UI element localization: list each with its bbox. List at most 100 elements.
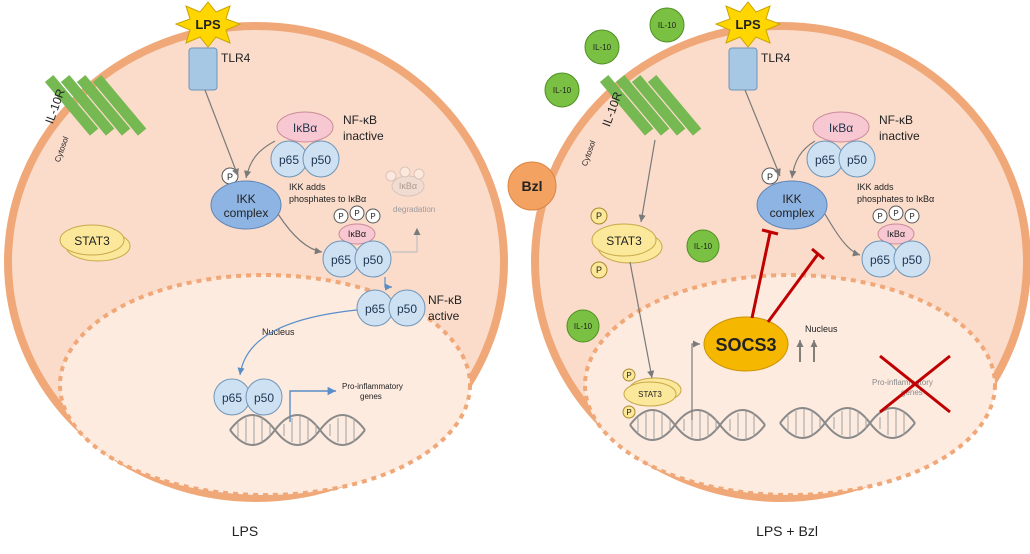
translocation-arrow — [237, 309, 358, 376]
il10-label: IL-10 — [574, 322, 593, 331]
proinflammatory-label: Pro-inflammatory — [872, 378, 933, 387]
phosphate-1 — [872, 208, 888, 224]
stat3-nuclear — [623, 381, 677, 407]
nucleus-membrane — [583, 273, 997, 497]
p65-label: p65 — [365, 302, 385, 316]
socs3-transcription-arrow — [691, 340, 700, 420]
il10-ligand — [584, 29, 620, 65]
nucleus-label: Nucleus — [262, 327, 295, 337]
lps-label: LPS — [195, 17, 221, 32]
phosphate-3 — [904, 208, 920, 224]
stat3-phosphate — [590, 207, 608, 225]
panel-lps-bzl: IL-10 IL-10 IL-10 IL-10 IL-10 IL-10R Cyt… — [507, 1, 1030, 539]
il10-ligand — [566, 309, 600, 343]
ikk-complex — [756, 180, 828, 230]
genes-label: genes — [901, 388, 923, 397]
panel-lps: IL-10R Cytosol LPS TLR4 IκBα p65 p50 NF-… — [4, 1, 508, 539]
ikk-adds-label: IKK adds — [857, 182, 894, 192]
degraded-ikba: IκBα — [385, 166, 425, 197]
il10-label: IL-10 — [593, 43, 612, 52]
genes-label: genes — [360, 392, 382, 401]
phosphate-label: P — [626, 371, 631, 380]
socs3-label: SOCS3 — [715, 335, 776, 355]
panel-caption-lps: LPS — [232, 523, 258, 539]
nfkb-label: NF-κB — [879, 113, 913, 127]
tlr4-label: TLR4 — [221, 51, 251, 65]
ikk-phosphates-label: phosphates to IκBα — [289, 194, 366, 204]
p50-label: p50 — [363, 253, 383, 267]
stat3-phosphate — [622, 368, 636, 382]
panel-caption-lps-bzl: LPS + Bzl — [756, 523, 818, 539]
phosphate-label: P — [893, 209, 898, 218]
nfkb-active-label: NF-κB — [428, 293, 462, 307]
lps-star — [174, 1, 242, 48]
phosphate-1 — [333, 208, 349, 224]
complex-label: complex — [224, 206, 269, 220]
inhibit-bar — [761, 228, 779, 236]
proinflammatory-label: Pro-inflammatory — [342, 382, 403, 391]
p50-label: p50 — [311, 153, 331, 167]
p65-label: p65 — [331, 253, 351, 267]
bzl-drug — [507, 161, 557, 211]
ikk-complex — [210, 180, 282, 230]
socs3-inhibit-ikk — [750, 232, 772, 319]
phosphate-label: P — [596, 211, 602, 221]
tlr4-ikk-arrow — [744, 89, 781, 177]
p65-label: p65 — [279, 153, 299, 167]
phosphate-2 — [888, 205, 904, 221]
phosphate-label: P — [338, 212, 343, 221]
degradation-label: degradation — [393, 205, 435, 214]
inhibit-bar — [811, 247, 825, 261]
il10-ligand — [649, 7, 685, 43]
phosphate-label: P — [877, 212, 882, 221]
tlr4-label: TLR4 — [761, 51, 791, 65]
ikk-phospho-arrow — [277, 213, 323, 255]
p50-label: p50 — [902, 253, 922, 267]
ikk-label: IKK — [236, 192, 255, 206]
nfkb-label: NF-κB — [343, 113, 377, 127]
p65-label: p65 — [870, 253, 890, 267]
degradation-arrow — [392, 228, 421, 253]
ikk-phospho-arrow — [824, 213, 861, 257]
stat3-label: STAT3 — [74, 234, 110, 248]
ikk-nfkb-arrow — [244, 140, 276, 179]
p50-phospho — [354, 240, 392, 278]
complex-label: complex — [770, 206, 815, 220]
tlr4-ikk-arrow — [204, 89, 239, 177]
ikk-label: IKK — [782, 192, 801, 206]
ikba-label: IκBα — [293, 121, 317, 135]
phosphate-label: P — [596, 265, 602, 275]
il10-ligand — [686, 229, 720, 263]
il10-label: IL-10 — [658, 21, 677, 30]
il10r-receptor — [599, 74, 702, 136]
transcription-arrow — [289, 386, 336, 422]
phosphate-label: P — [909, 212, 914, 221]
active-label: active — [428, 309, 460, 323]
ikk-adds-label: IKK adds — [289, 182, 326, 192]
phosphate-label: P — [227, 172, 233, 182]
phosphate-label: P — [354, 209, 359, 218]
tlr4-receptor — [728, 47, 758, 91]
ikba-inactive — [276, 111, 334, 143]
nucleus-label: Nucleus — [805, 324, 838, 334]
ikba-phospho — [877, 223, 915, 245]
stat3 — [591, 223, 657, 257]
stat3-label: STAT3 — [638, 390, 662, 399]
svg-text:IκBα: IκBα — [399, 181, 417, 191]
socs3-inhibit-nfkb — [766, 253, 820, 323]
cross-line — [879, 354, 951, 414]
p65-label: p65 — [815, 153, 835, 167]
phosphate-2 — [349, 205, 365, 221]
phosphate-label: P — [626, 408, 631, 417]
stat3-phosphate — [622, 405, 636, 419]
ikba-label: IκBα — [829, 121, 853, 135]
p50-label: p50 — [847, 153, 867, 167]
il10-ligand — [544, 72, 580, 108]
socs3 — [703, 316, 789, 372]
il10-label: IL-10 — [694, 242, 713, 251]
p50-label: p50 — [397, 302, 417, 316]
p50-active — [388, 289, 426, 327]
p50-label: p50 — [254, 391, 274, 405]
ikba-inactive — [812, 111, 870, 143]
